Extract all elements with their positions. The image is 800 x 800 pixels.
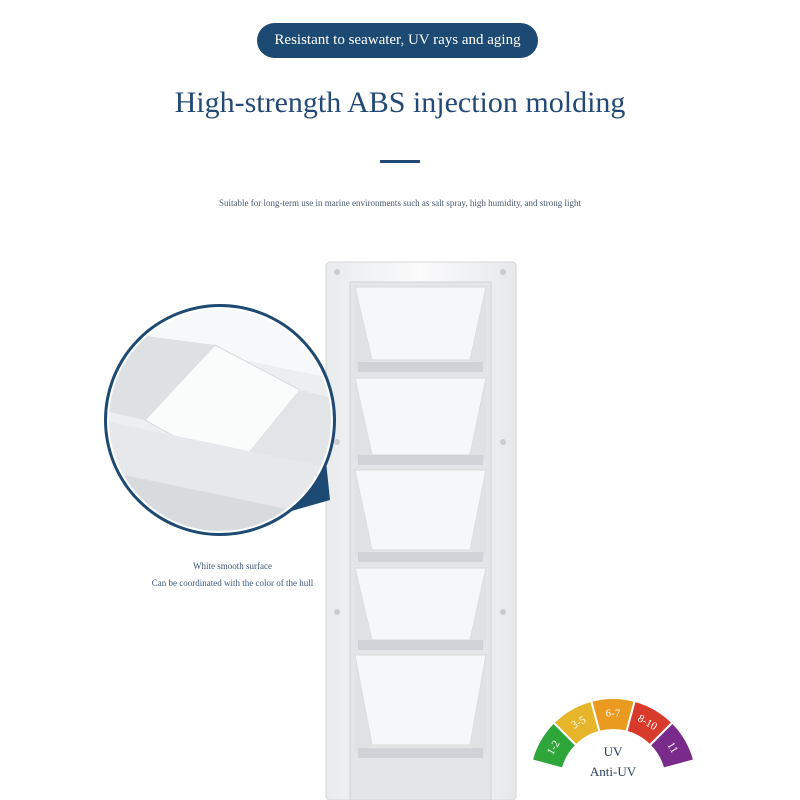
gauge-label-5: 11 — [664, 740, 680, 755]
gauge-center-top: UV — [604, 744, 623, 759]
gauge-label-3: 6-7 — [606, 708, 621, 720]
caption-line-1: White smooth surface — [193, 561, 272, 571]
screw-hole — [334, 269, 340, 275]
louver-2 — [354, 377, 487, 465]
louver-5 — [354, 654, 487, 758]
page-subtitle: Suitable for long-term use in marine env… — [218, 198, 582, 208]
gauge-center — [561, 730, 665, 800]
caption-line-2: Can be coordinated with the color of the… — [151, 578, 314, 588]
page-title: High-strength ABS injection molding — [174, 86, 626, 119]
screw-hole — [334, 439, 340, 445]
louver-4 — [354, 567, 487, 650]
screw-hole — [500, 609, 506, 615]
screw-hole — [500, 269, 506, 275]
zoom-caption: White smooth surface Can be coordinated … — [150, 560, 315, 589]
screw-hole — [334, 609, 340, 615]
screw-hole — [500, 439, 506, 445]
gauge-center-bottom: Anti-UV — [590, 764, 637, 779]
feature-pill: Resistant to seawater, UV rays and aging — [257, 23, 538, 58]
title-divider — [380, 160, 420, 163]
louver-3 — [354, 469, 487, 562]
louver-1 — [354, 286, 487, 372]
